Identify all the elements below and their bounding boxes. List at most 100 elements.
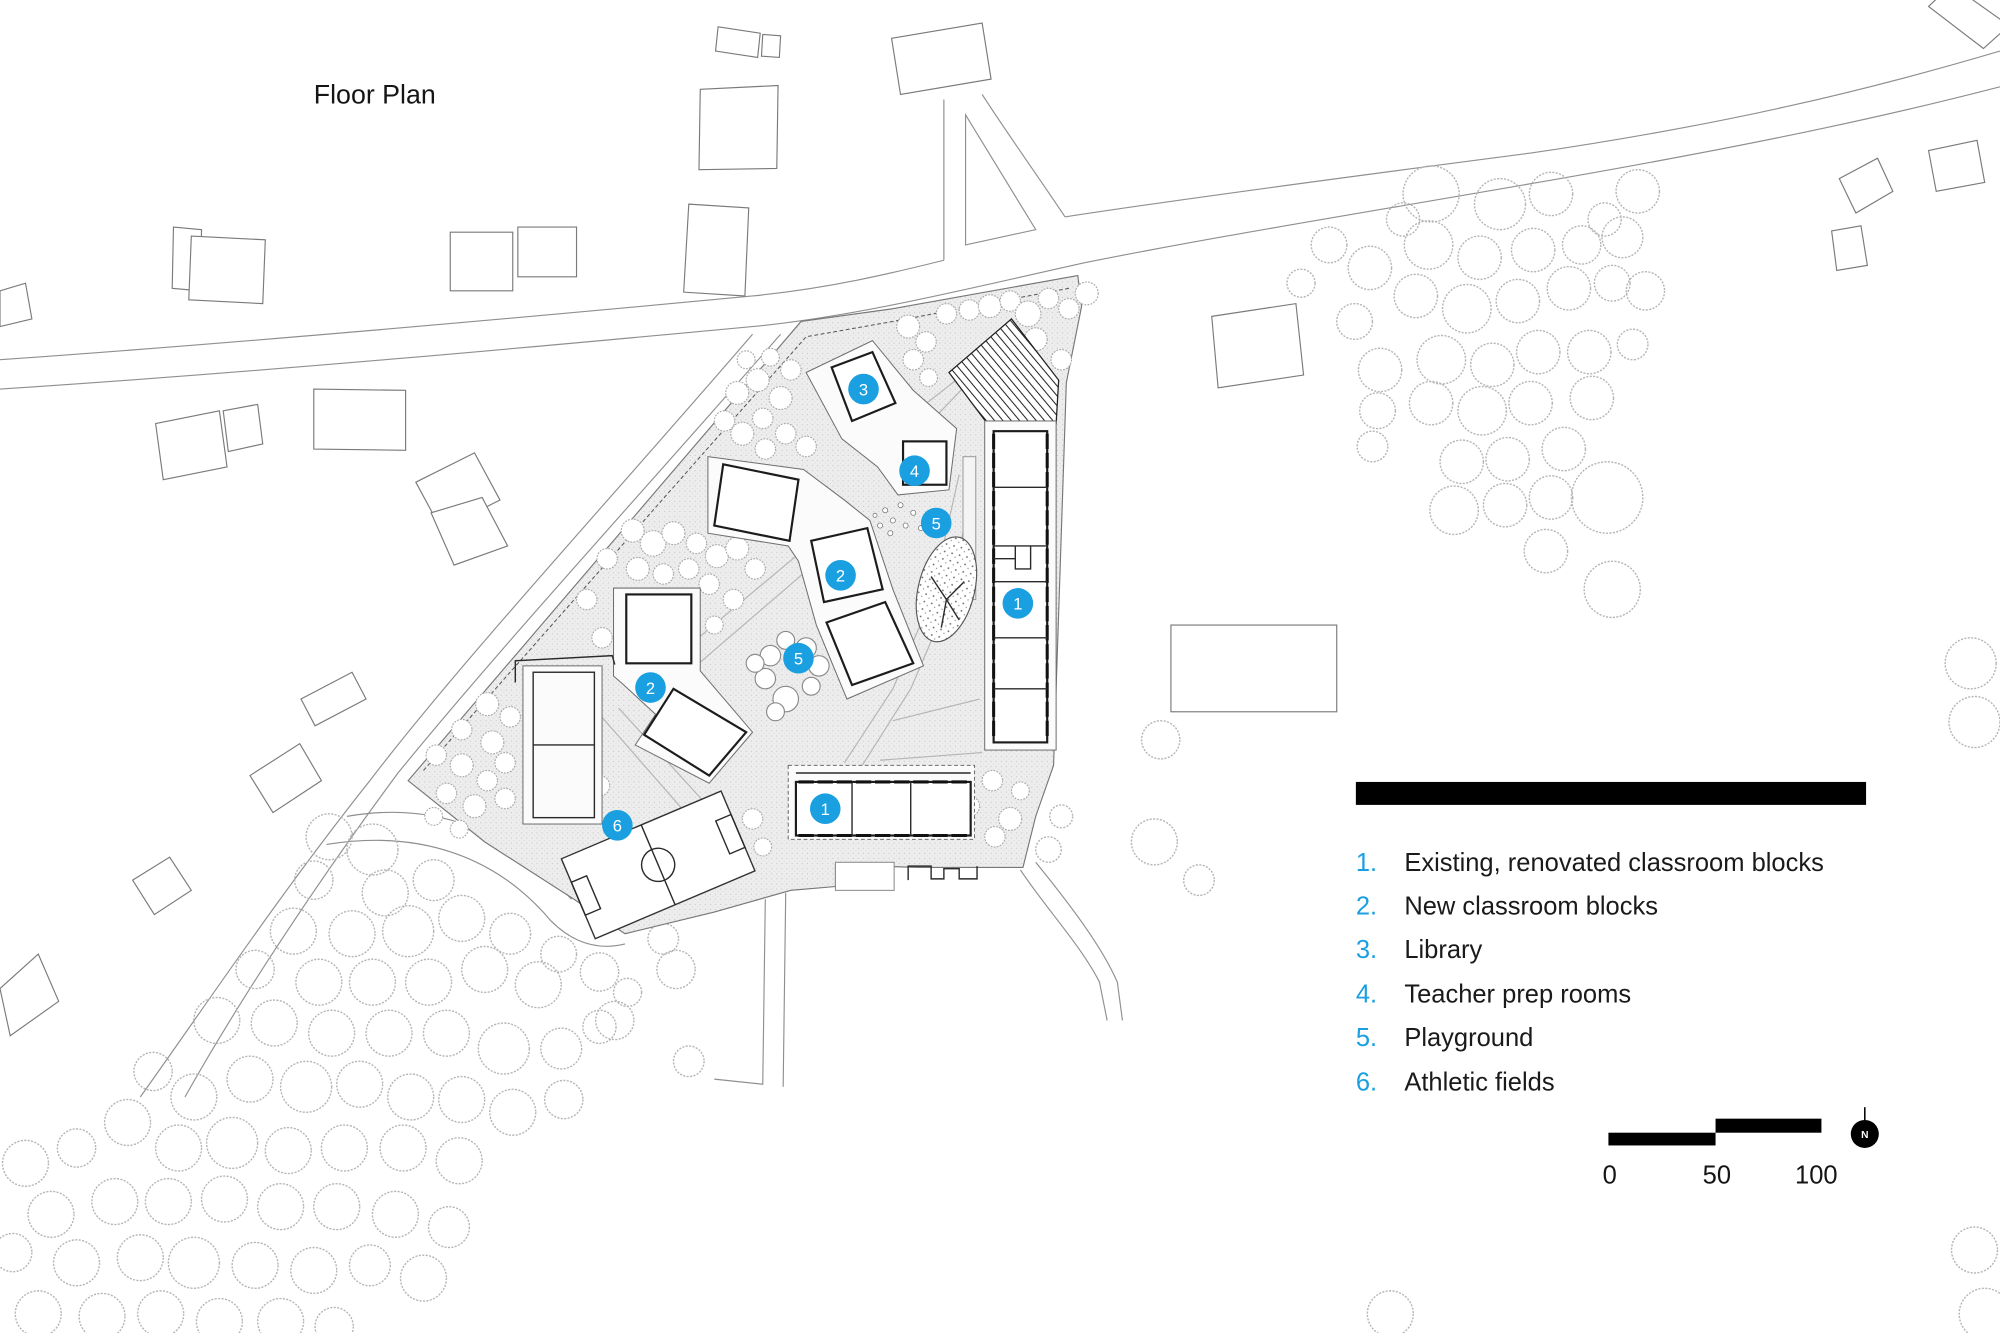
tree-icon <box>582 1009 617 1045</box>
tree-icon <box>425 744 448 766</box>
building <box>1927 139 1986 193</box>
south-lane <box>714 892 787 1087</box>
play-mound <box>776 630 796 650</box>
tree-icon <box>399 1254 448 1302</box>
marker-library: 3 <box>848 373 879 405</box>
tree-icon <box>91 1177 139 1226</box>
tree-icon <box>1366 1290 1414 1333</box>
tree-icon <box>1358 392 1397 430</box>
tree-icon <box>494 752 516 774</box>
tree-icon <box>1014 300 1042 328</box>
new-classroom-block-west <box>613 587 754 784</box>
tree-icon <box>774 422 797 445</box>
east-footpath <box>1019 861 1124 1021</box>
marker-label: 6 <box>613 817 622 836</box>
tree-icon <box>1457 235 1502 281</box>
tree-icon <box>427 1205 471 1249</box>
stepping-stone <box>889 517 896 524</box>
marker-teacher-prep: 4 <box>899 455 930 487</box>
tree-icon <box>760 347 780 367</box>
tree-icon <box>133 1051 173 1092</box>
tree-icon <box>295 958 343 1006</box>
tree-icon <box>661 521 686 546</box>
marker-athletic-fields: 6 <box>602 809 633 841</box>
tree-icon <box>902 348 925 371</box>
legend-label: Playground <box>1404 1024 1533 1052</box>
tree-icon <box>1958 1287 2000 1333</box>
tree-icon <box>1528 475 1574 520</box>
tree-icon <box>751 407 774 430</box>
building <box>760 33 782 59</box>
building <box>890 22 992 96</box>
legend-item: 5. Playground <box>1356 1024 1533 1052</box>
tree-icon <box>78 1292 126 1333</box>
tree-icon <box>540 935 578 973</box>
building <box>188 235 266 305</box>
north-arrow-icon: N <box>1850 1107 1879 1149</box>
tree-icon <box>1528 171 1574 217</box>
marker-label: 5 <box>794 650 803 669</box>
tree-icon <box>1515 329 1561 375</box>
tree-icon <box>475 692 500 717</box>
existing-classroom-block-east <box>984 420 1057 751</box>
tree-icon <box>250 999 298 1047</box>
tree-icon <box>1403 220 1454 270</box>
diagonal-road-east-edge <box>184 333 782 1098</box>
tree-icon <box>1 1139 50 1187</box>
marker-label: 4 <box>910 462 919 481</box>
scale-tick-label: 50 <box>1703 1162 1731 1190</box>
tree-icon <box>346 823 399 876</box>
tree-icon <box>200 1175 249 1223</box>
marker-label: 2 <box>646 679 655 698</box>
marker-playground: 5 <box>783 642 814 674</box>
tree-icon <box>404 958 453 1006</box>
tree-icon <box>753 837 773 857</box>
tree-icon <box>1616 328 1649 361</box>
sports-court <box>514 654 616 825</box>
tree-icon <box>754 438 777 460</box>
legend-label: Library <box>1404 936 1482 964</box>
tree-icon <box>264 1126 312 1175</box>
tree-icon <box>672 1045 705 1078</box>
tree-icon <box>915 331 937 353</box>
tree-icon <box>704 615 724 635</box>
tree-icon <box>612 977 643 1008</box>
tree-icon <box>293 860 334 900</box>
tree-icon <box>1546 265 1592 311</box>
legend-item: 1. Existing, renovated classroom blocks <box>1356 849 1824 877</box>
tree-icon <box>1286 268 1316 298</box>
tree-icon <box>656 949 696 990</box>
tree-icon <box>450 718 473 741</box>
tree-icon <box>494 787 516 810</box>
tree-icon <box>1508 380 1553 426</box>
roads <box>0 50 2000 1098</box>
tree-icon <box>461 945 509 994</box>
tree-icon <box>620 518 645 543</box>
tree-icon <box>0 1232 33 1273</box>
tree-icon <box>744 558 766 580</box>
tree-icon <box>1140 720 1181 760</box>
tree-icon <box>984 826 1006 848</box>
building <box>430 496 509 566</box>
tree-icon <box>320 1124 369 1172</box>
tree-icon <box>449 819 469 839</box>
tree-icon <box>477 1022 531 1075</box>
tree-icon <box>594 1000 635 1041</box>
legend: 1. Existing, renovated classroom blocks … <box>1355 781 1867 1097</box>
tree-icon <box>698 573 720 596</box>
tree-icon <box>768 385 793 411</box>
tree-icon <box>449 753 474 778</box>
tree-icon <box>116 1234 164 1282</box>
tree-icon <box>745 368 770 393</box>
tree-icon <box>137 1290 185 1333</box>
legend-label: Teacher prep rooms <box>1404 981 1631 1009</box>
tree-icon <box>725 536 750 561</box>
tree-icon <box>438 1075 486 1124</box>
tree-icon <box>1347 245 1393 291</box>
tree-icon <box>307 1009 356 1057</box>
building <box>313 388 407 451</box>
tree-icon <box>1587 202 1622 237</box>
tree-icon <box>328 910 376 958</box>
tree-icon <box>371 1190 420 1238</box>
tree-icon <box>348 958 397 1006</box>
